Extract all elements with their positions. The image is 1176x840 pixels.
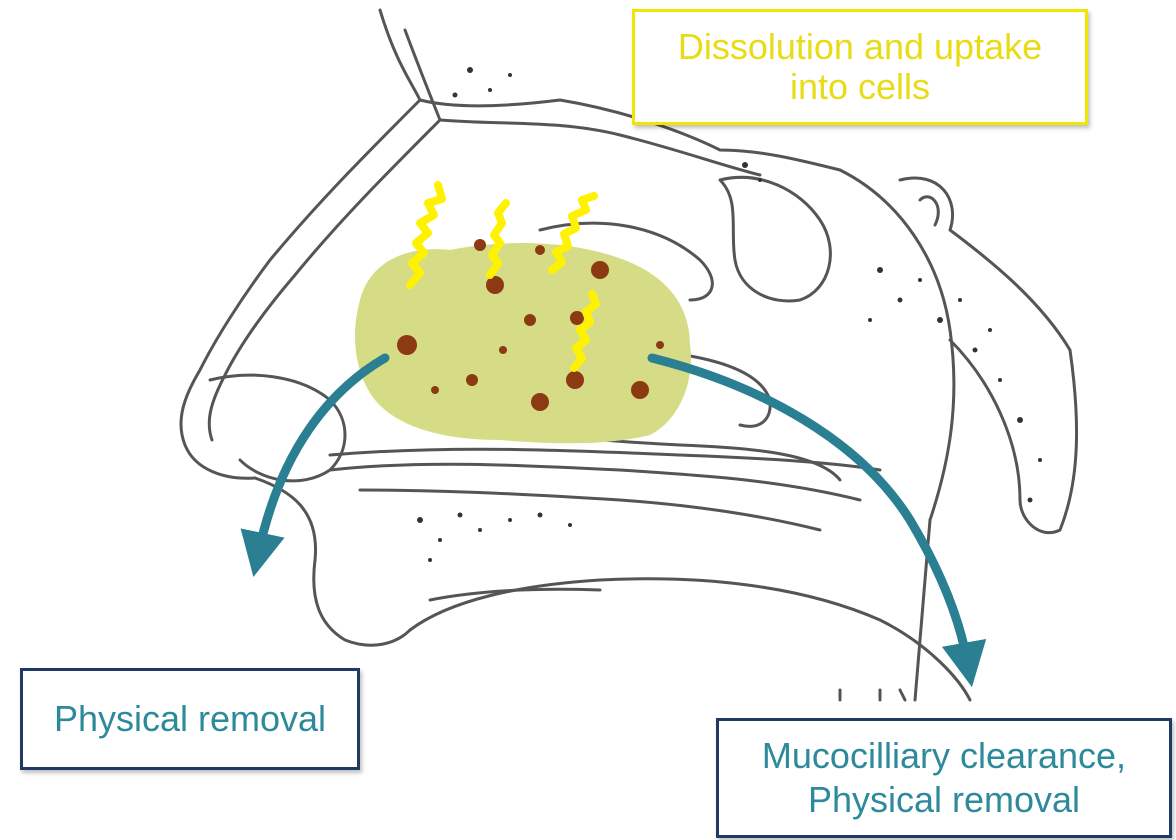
particle	[531, 393, 549, 411]
particle	[566, 371, 584, 389]
throat-lines	[840, 690, 905, 700]
particle	[570, 311, 584, 325]
particle	[466, 374, 478, 386]
nasal-floor	[330, 449, 880, 470]
sphenoid-sinus	[720, 177, 830, 301]
particle	[535, 245, 545, 255]
upper-lip	[255, 478, 410, 645]
dissolution-uptake-label: Dissolution and uptake into cells	[632, 9, 1088, 125]
physical-removal-label: Physical removal	[20, 668, 360, 770]
physical-removal-text: Physical removal	[54, 698, 326, 740]
clivus-inner	[920, 197, 938, 225]
dissolution-line-1: Dissolution and uptake	[678, 27, 1042, 67]
nostril	[210, 375, 345, 481]
clivus-outer	[900, 178, 1077, 533]
particle	[591, 261, 609, 279]
particle	[474, 239, 486, 251]
hard-palate-top	[330, 464, 860, 500]
particle	[431, 386, 439, 394]
physical-removal-arrow	[258, 358, 385, 555]
mucociliary-clearance-label: Mucocilliary clearance, Physical removal	[716, 718, 1172, 838]
mucociliary-line-2: Physical removal	[762, 778, 1126, 822]
particle	[656, 341, 664, 349]
particle	[631, 381, 649, 399]
dissolution-line-2: into cells	[678, 67, 1042, 107]
hard-palate-bottom	[360, 490, 820, 530]
particle	[397, 335, 417, 355]
oral-cavity	[410, 579, 970, 700]
particle	[524, 314, 536, 326]
mucociliary-line-1: Mucocilliary clearance,	[762, 734, 1126, 778]
teeth-line	[430, 589, 600, 600]
particle	[499, 346, 507, 354]
